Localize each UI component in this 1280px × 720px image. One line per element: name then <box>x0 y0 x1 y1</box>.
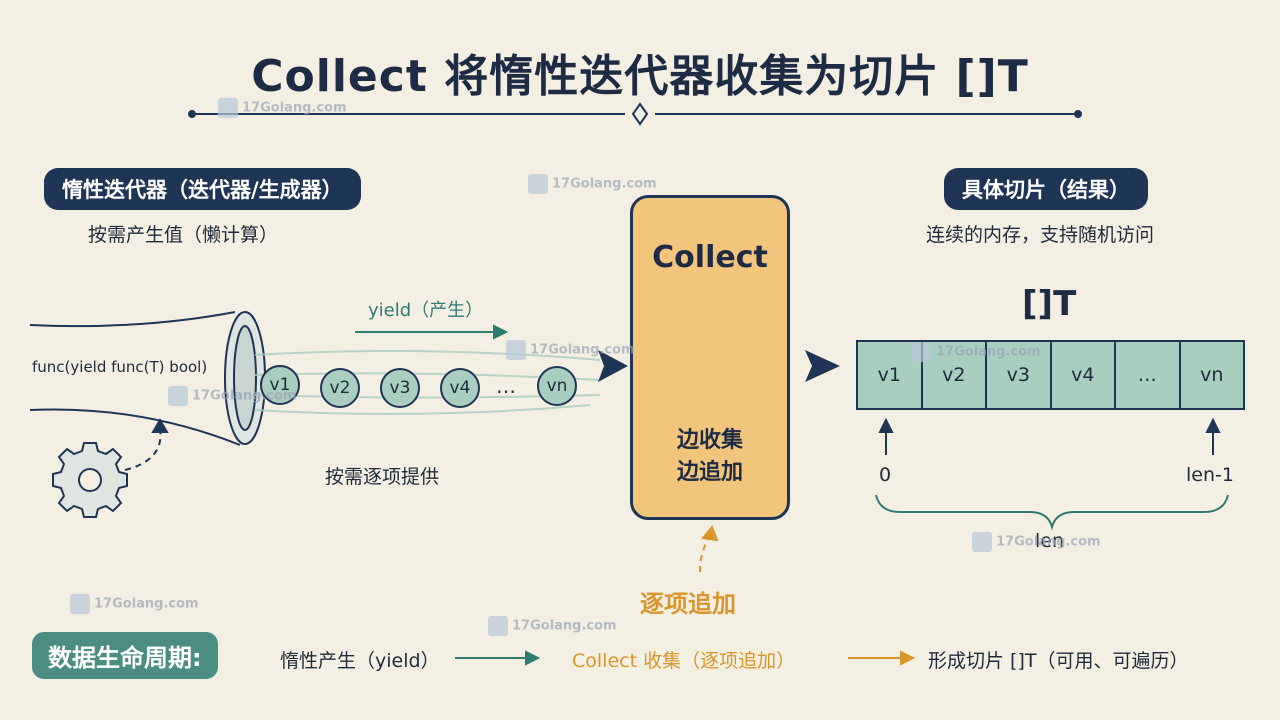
len-label: len <box>1035 530 1065 552</box>
len-brace <box>875 494 1229 531</box>
lazy-iterator-badge: 惰性迭代器（迭代器/生成器） <box>44 168 361 210</box>
watermark-logo-icon <box>70 594 90 614</box>
lifecycle-step-collect: Collect 收集（逐项追加） <box>572 650 796 672</box>
slice-badge: 具体切片（结果） <box>944 168 1148 210</box>
lifecycle-badge: 数据生命周期: <box>32 632 218 679</box>
lazy-iterator-subtitle: 按需产生值（懒计算） <box>88 224 279 246</box>
watermark: 17Golang.com <box>528 174 657 194</box>
append-label: 逐项追加 <box>640 590 736 618</box>
value-circle-v1: v1 <box>260 365 300 405</box>
watermark-logo-icon <box>218 98 238 118</box>
value-circle-v4: v4 <box>440 368 480 408</box>
slice-cell: v1 <box>856 340 923 410</box>
slice-cell: v3 <box>985 340 1052 410</box>
funnel-icon <box>29 311 266 446</box>
arrow-to-collect <box>598 350 628 382</box>
watermark-logo-icon <box>528 174 548 194</box>
value-circle-vn: vn <box>537 366 577 406</box>
watermark-logo-icon <box>972 532 992 552</box>
arrow-to-slice <box>805 350 840 382</box>
watermark: 17Golang.com <box>912 342 1041 362</box>
watermark: 17Golang.com <box>168 386 297 406</box>
value-circle-v3: v3 <box>380 368 420 408</box>
slice-type-label: []T <box>1022 284 1077 324</box>
collect-desc-line2: 边追加 <box>676 460 743 485</box>
lifecycle-arrow-1 <box>455 650 541 666</box>
value-ellipsis: … <box>496 374 516 398</box>
slice-subtitle: 连续的内存，支持随机访问 <box>926 224 1155 246</box>
watermark-logo-icon <box>488 616 508 636</box>
provide-label: 按需逐项提供 <box>325 466 440 488</box>
slice-cell: … <box>1114 340 1181 410</box>
append-arrow <box>699 525 719 573</box>
func-signature-label: func(yield func(T) bool) <box>32 358 208 376</box>
watermark-logo-icon <box>168 386 188 406</box>
slice-cells: v1 v2 v3 v4 … vn <box>856 340 1245 410</box>
collect-label: Collect <box>652 240 768 275</box>
index-end-label: len-1 <box>1186 464 1234 486</box>
index-arrows <box>878 417 1221 455</box>
gear-icon <box>52 442 128 518</box>
watermark: 17Golang.com <box>70 594 199 614</box>
yield-label: yield（产生） <box>368 300 484 321</box>
slice-cell: vn <box>1178 340 1245 410</box>
yield-arrow <box>355 324 509 340</box>
watermark: 17Golang.com <box>972 532 1101 552</box>
index-start-label: 0 <box>879 464 892 486</box>
gear-to-funnel-arrow <box>124 418 169 471</box>
lifecycle-arrow-2 <box>848 650 916 666</box>
collect-box <box>630 195 790 520</box>
lifecycle-step-slice: 形成切片 []T（可用、可遍历） <box>928 650 1189 672</box>
watermark-logo-icon <box>506 340 526 360</box>
slice-cell: v4 <box>1049 340 1116 410</box>
watermark: 17Golang.com <box>488 616 617 636</box>
collect-desc-line1: 边收集 <box>676 428 743 453</box>
watermark: 17Golang.com <box>506 340 635 360</box>
value-circle-v2: v2 <box>320 368 360 408</box>
watermark-logo-icon <box>912 342 932 362</box>
title-divider <box>188 102 1082 126</box>
lifecycle-step-yield: 惰性产生（yield） <box>280 650 440 672</box>
page-title: Collect 将惰性迭代器收集为切片 []T <box>251 51 1029 102</box>
watermark: 17Golang.com <box>218 98 347 118</box>
